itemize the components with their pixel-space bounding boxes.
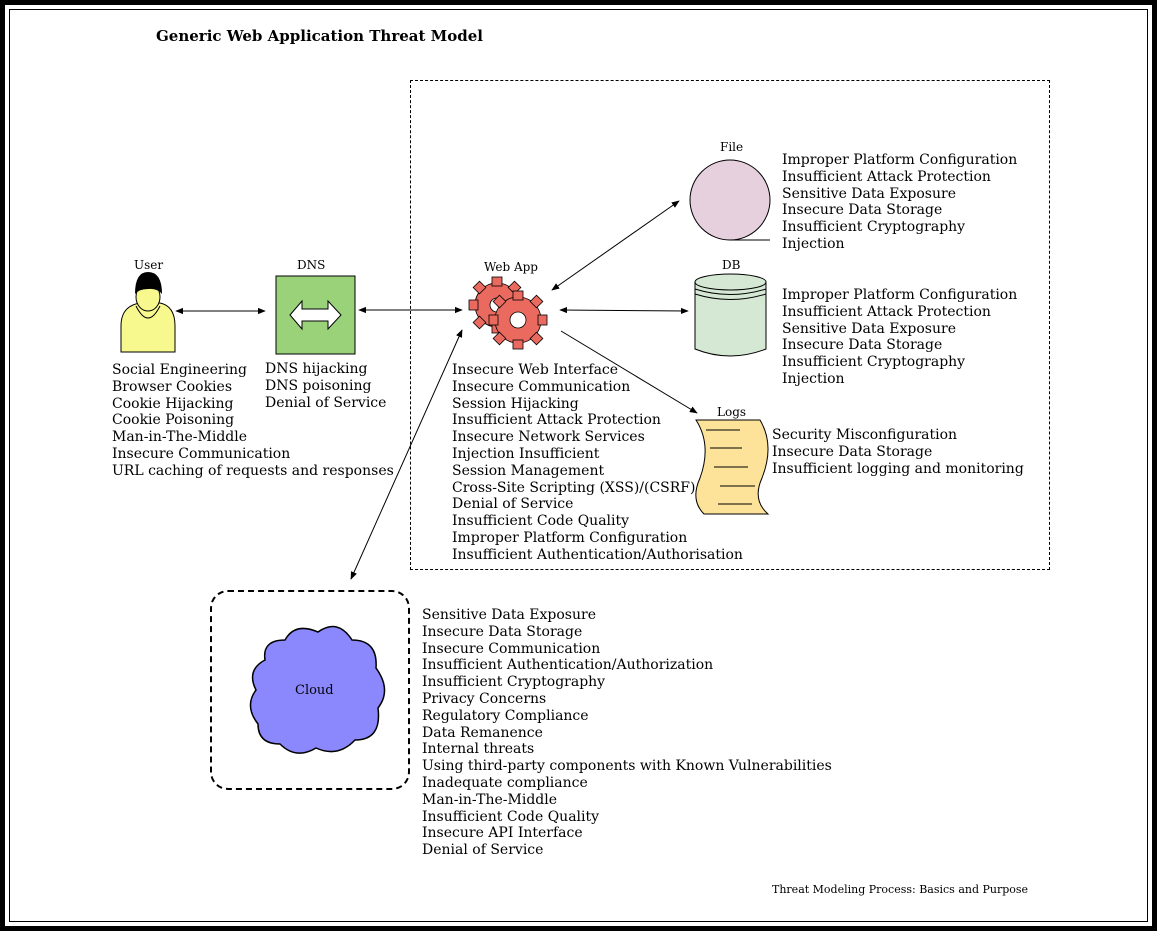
list-item: Insufficient Cryptography bbox=[782, 219, 966, 236]
list-item: Insecure Data Storage bbox=[422, 623, 583, 640]
list-item: Injection bbox=[782, 370, 845, 387]
list-item: Using third-party components with Known … bbox=[422, 758, 832, 775]
trust-boundary bbox=[410, 80, 1050, 570]
edge-webapp-cloud bbox=[350, 329, 463, 580]
list-item: Sensitive Data Exposure bbox=[422, 607, 596, 623]
list-item: Improper Platform Configuration bbox=[782, 152, 1018, 168]
list-item: Insecure Communication bbox=[422, 640, 601, 657]
circle-icon bbox=[689, 159, 771, 241]
list-item: Insufficient Code Quality bbox=[422, 808, 600, 825]
edge-webapp-logs bbox=[560, 330, 698, 414]
edge-webapp-db bbox=[559, 306, 689, 315]
cloud-boundary bbox=[210, 590, 410, 790]
list-item: Insecure Communication bbox=[112, 445, 291, 462]
list-item: Internal threats bbox=[422, 741, 535, 758]
list-item: Improper Platform Configuration bbox=[452, 529, 688, 546]
list-item: Insufficient Attack Protection bbox=[452, 412, 661, 429]
list-item: Cookie Poisoning bbox=[112, 412, 235, 429]
list-item: Insufficient Code Quality bbox=[452, 513, 630, 530]
list-item: Denial of Service bbox=[265, 394, 387, 411]
double-arrow-icon bbox=[275, 275, 356, 355]
list-item: Insecure API Interface bbox=[422, 825, 583, 842]
list-item: Insecure Communication bbox=[452, 378, 631, 395]
list-item: Cross-Site Scripting (XSS)/(CSRF) bbox=[452, 479, 696, 496]
list-item: URL caching of requests and responses bbox=[112, 462, 394, 479]
list-item: Improper Platform Configuration bbox=[782, 287, 1018, 303]
cloud-icon bbox=[249, 625, 386, 754]
logs-label: Logs bbox=[717, 405, 747, 419]
db-label: DB bbox=[722, 258, 741, 272]
file-label: File bbox=[720, 140, 744, 154]
db-threat-list: Improper Platform Configuration Insuffic… bbox=[782, 287, 1017, 388]
list-item: Injection bbox=[782, 235, 845, 252]
list-item: Inadequate compliance bbox=[422, 774, 588, 791]
file-threat-list: Improper Platform Configuration Insuffic… bbox=[782, 152, 1017, 253]
list-item: Insecure Data Storage bbox=[782, 202, 943, 219]
cylinder-icon bbox=[694, 273, 767, 357]
list-item: Denial of Service bbox=[422, 842, 544, 859]
cloud-threat-list: Sensitive Data Exposure Insecure Data St… bbox=[422, 607, 832, 859]
list-item: Insufficient Attack Protection bbox=[782, 168, 991, 185]
logs-threat-list: Security Misconfiguration Insecure Data … bbox=[772, 427, 1024, 477]
person-icon bbox=[120, 272, 176, 353]
user-label: User bbox=[134, 258, 164, 272]
list-item: DNS hijacking bbox=[265, 361, 368, 377]
list-item: Insecure Data Storage bbox=[782, 337, 943, 354]
list-item: Man-in-The-Middle bbox=[422, 791, 558, 808]
list-item: Insecure Network Services bbox=[452, 429, 645, 446]
list-item: Insufficient Cryptography bbox=[422, 674, 606, 691]
list-item: Security Misconfiguration bbox=[772, 427, 958, 443]
dns-label: DNS bbox=[297, 258, 326, 272]
cloud-label: Cloud bbox=[295, 683, 334, 698]
list-item: DNS poisoning bbox=[265, 377, 372, 394]
gears-icon bbox=[468, 276, 548, 350]
user-threat-list: Social Engineering Browser Cookies Cooki… bbox=[112, 362, 394, 480]
list-item: Insecure Data Storage bbox=[772, 443, 933, 460]
inner-frame bbox=[9, 9, 1148, 922]
list-item: Data Remanence bbox=[422, 724, 543, 741]
list-item: Insecure Web Interface bbox=[452, 362, 619, 378]
list-item: Insufficient Attack Protection bbox=[782, 303, 991, 320]
list-item: Browser Cookies bbox=[112, 378, 233, 395]
list-item: Sensitive Data Exposure bbox=[782, 185, 956, 202]
list-item: Injection Insufficient bbox=[452, 445, 600, 462]
footer-caption: Threat Modeling Process: Basics and Purp… bbox=[772, 883, 1029, 896]
list-item: Privacy Concerns bbox=[422, 690, 547, 707]
webapp-label: Web App bbox=[484, 260, 538, 274]
scroll-icon bbox=[695, 419, 770, 515]
edge-webapp-file bbox=[551, 200, 680, 291]
list-item: Denial of Service bbox=[452, 496, 574, 513]
diagram-title: Generic Web Application Threat Model bbox=[156, 27, 483, 45]
list-item: Insufficient logging and monitoring bbox=[772, 460, 1024, 477]
webapp-threat-list: Insecure Web Interface Insecure Communic… bbox=[452, 362, 743, 564]
list-item: Insufficient Authentication/Authorizatio… bbox=[422, 657, 714, 674]
list-item: Regulatory Compliance bbox=[422, 707, 589, 724]
list-item: Social Engineering bbox=[112, 362, 248, 378]
list-item: Insufficient Cryptography bbox=[782, 354, 966, 371]
connectors bbox=[175, 200, 698, 580]
list-item: Man-in-The-Middle bbox=[112, 429, 248, 446]
list-item: Session Management bbox=[452, 462, 605, 479]
list-item: Cookie Hijacking bbox=[112, 395, 234, 412]
list-item: Session Hijacking bbox=[452, 395, 579, 412]
list-item: Insufficient Authentication/Authorisatio… bbox=[452, 546, 743, 563]
dns-threat-list: DNS hijacking DNS poisoning Denial of Se… bbox=[265, 361, 386, 411]
list-item: Sensitive Data Exposure bbox=[782, 320, 956, 337]
